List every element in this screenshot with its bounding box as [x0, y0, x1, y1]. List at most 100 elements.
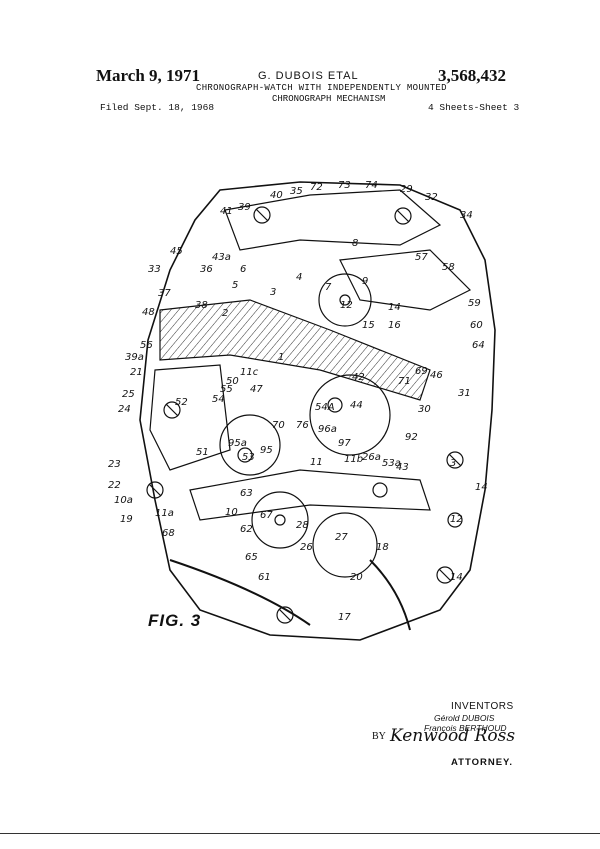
callout-label: 54 [212, 394, 225, 405]
by-label: BY [372, 731, 386, 742]
callout-label: 59 [468, 298, 481, 309]
callout-label: 43a [212, 252, 231, 263]
lever-top-right [339, 249, 472, 311]
filed-date: Filed Sept. 18, 1968 [100, 102, 215, 113]
callout-label: 55 [220, 384, 233, 395]
screw-bottom [276, 606, 294, 624]
callout-label: 21 [130, 367, 143, 378]
callout-label: 95a [228, 438, 247, 449]
screw-slot [396, 209, 410, 223]
callout-label: 29 [400, 184, 413, 195]
callout-label: 64 [472, 340, 485, 351]
callout-label: 39 [238, 202, 251, 213]
callout-label: 11b [344, 454, 363, 465]
callout-label: 37 [158, 288, 171, 299]
spring-arm-right [369, 559, 411, 631]
pivot-49 [339, 294, 351, 306]
callout-label: 68 [162, 528, 175, 539]
callout-label: 52 [175, 397, 188, 408]
inventor-heading: G. DUBOIS ETAL [258, 70, 359, 82]
callout-label: 34 [460, 210, 473, 221]
wheel-63 [219, 414, 281, 476]
screw-18 [163, 401, 181, 419]
wheel-55 [318, 273, 372, 327]
spring-arm [169, 559, 311, 626]
patent-title-line2: CHRONOGRAPH MECHANISM [272, 94, 386, 104]
callout-label: 47 [250, 384, 263, 395]
lever-left [149, 364, 231, 471]
callout-label: 53 [242, 452, 255, 463]
callout-label: 61 [258, 572, 271, 583]
callout-label: 53a [382, 458, 401, 469]
callout-label: 9 [362, 276, 368, 287]
patent-number: 3,568,432 [438, 66, 506, 85]
callout-label: 70 [272, 420, 285, 431]
callout-label: 1 [278, 352, 284, 363]
callout-label: 63 [240, 488, 253, 499]
callout-label: 6 [240, 264, 246, 275]
callout-label: 23 [108, 459, 121, 470]
callout-label: 44 [350, 400, 363, 411]
inventors-label: INVENTORS [451, 701, 514, 712]
callout-label: 2 [222, 308, 228, 319]
callout-label: 40 [270, 190, 283, 201]
callout-label: 3 [450, 458, 456, 469]
wheel-57 [312, 512, 378, 578]
callout-label: 3 [270, 287, 276, 298]
callout-label: 71 [398, 376, 411, 387]
callout-label: 96a [318, 424, 337, 435]
callout-label: 28 [296, 520, 309, 531]
screw-8 [372, 482, 388, 498]
screw-10 [237, 447, 253, 463]
callout-label: 11a [155, 508, 174, 519]
figure-label: FIG. 3 [148, 611, 202, 630]
callout-label: 5 [232, 280, 238, 291]
sheet-count: 4 Sheets-Sheet 3 [428, 102, 520, 113]
callout-label: 50 [226, 376, 239, 387]
lever-upper [224, 189, 442, 251]
patent-title-line1: CHRONOGRAPH-WATCH WITH INDEPENDENTLY MOU… [196, 83, 447, 93]
callout-label: 27 [335, 532, 348, 543]
movement-plate-outline [139, 181, 496, 641]
callout-label: 10a [114, 495, 133, 506]
callout-label: 14 [450, 572, 463, 583]
callout-label: 31 [458, 388, 471, 399]
callout-label: 58 [442, 262, 455, 273]
callout-label: 26 [300, 542, 313, 553]
callout-label: 45 [170, 246, 183, 257]
callout-label: 30 [418, 404, 431, 415]
callout-label: 60 [470, 320, 483, 331]
callout-label: 10 [225, 507, 238, 518]
callout-label: 25 [122, 389, 135, 400]
callout-label: 26a [362, 452, 381, 463]
callout-label: 22 [108, 480, 121, 491]
callout-label: 17 [338, 612, 351, 623]
screw-slot [438, 568, 452, 582]
callout-label: 18 [376, 542, 389, 553]
callout-label: 65 [245, 552, 258, 563]
callout-label: 48 [142, 307, 155, 318]
inventor-name: Gérold DUBOIS [434, 713, 495, 723]
callout-label: 62 [240, 524, 253, 535]
callout-label: 95 [260, 445, 273, 456]
screw-slot [255, 208, 269, 222]
callout-label: 42 [352, 372, 365, 383]
callout-label: 41 [220, 206, 233, 217]
callout-label: 11 [310, 457, 323, 468]
lever-lower [189, 469, 431, 521]
mechanism-drawing: 41 39 40 35 72 73 74 29 32 34 45 33 43a … [108, 180, 496, 641]
callout-label: 14 [388, 302, 401, 313]
callout-label: 4 [296, 272, 302, 283]
callout-label: 7 [325, 282, 332, 293]
attorney-signature: Kenwood Ross [390, 726, 516, 746]
callout-label: 16 [388, 320, 401, 331]
callout-label: 39a [125, 352, 144, 363]
callout-label: 69 [415, 366, 428, 377]
callout-label: 38 [195, 300, 208, 311]
callout-label: 12 [450, 514, 463, 525]
callout-label: 72 [310, 182, 323, 193]
callout-label: 57 [415, 252, 428, 263]
bridge-hatched [159, 299, 431, 401]
callout-label: 15 [362, 320, 375, 331]
callout-label: 76 [296, 420, 309, 431]
